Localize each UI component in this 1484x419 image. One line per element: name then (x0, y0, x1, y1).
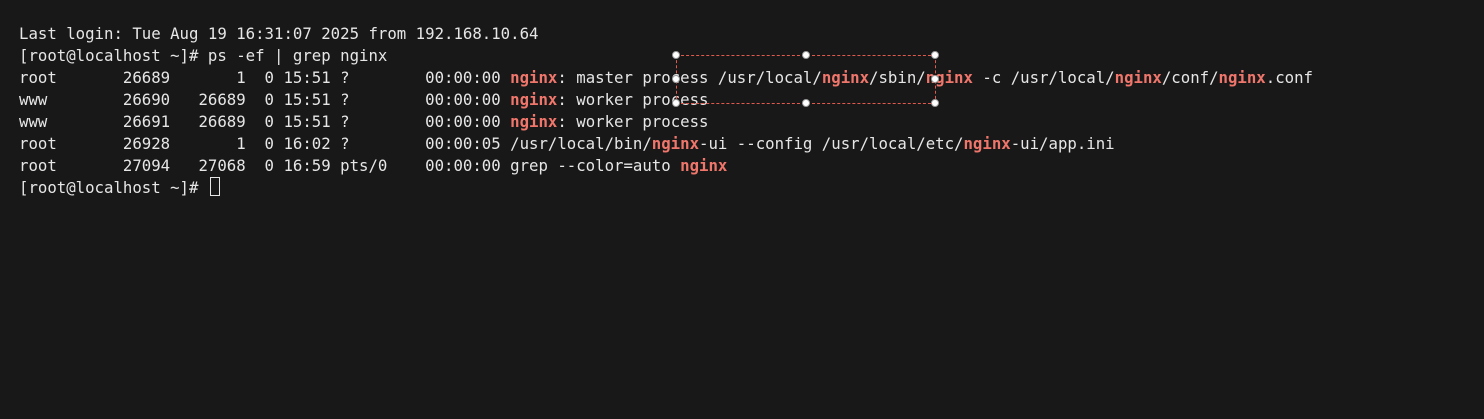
grep-match: nginx (651, 134, 700, 153)
process-command-text: grep --color=auto (510, 156, 681, 175)
process-fields: root 26689 1 0 15:51 ? 00:00:00 (19, 68, 511, 87)
process-fields: root 27094 27068 0 16:59 pts/0 00:00:00 (19, 156, 511, 175)
resize-handle-right[interactable] (931, 75, 939, 83)
process-command-text: /conf/ (1161, 68, 1219, 87)
grep-match: nginx (821, 68, 870, 87)
process-command-text: -ui --config /usr/local/etc/ (699, 134, 964, 153)
process-command-text: -c /usr/local/ (972, 68, 1115, 87)
process-fields: www 26691 26689 0 15:51 ? 00:00:00 (19, 112, 511, 131)
process-command-text: -ui/app.ini (1010, 134, 1115, 153)
grep-match: nginx (510, 90, 558, 109)
input-line[interactable]: [root@localhost ~]# (19, 177, 1313, 199)
terminal-output: Last login: Tue Aug 19 16:31:07 2025 fro… (19, 23, 1313, 199)
selection-box[interactable] (672, 51, 939, 107)
process-list: root 26689 1 0 15:51 ? 00:00:00 nginx: m… (19, 67, 1313, 177)
resize-handle-left[interactable] (672, 75, 680, 83)
resize-handle-bottom-left[interactable] (672, 99, 680, 107)
grep-match: nginx (680, 156, 728, 175)
grep-match: nginx (963, 134, 1011, 153)
cursor-block (209, 177, 220, 196)
resize-handle-top-left[interactable] (672, 51, 680, 59)
process-command-text: /sbin/ (869, 68, 926, 87)
process-command-text: .conf (1265, 68, 1313, 87)
grep-match: nginx (510, 68, 558, 87)
process-command-text: : worker process (557, 112, 709, 131)
resize-handle-bottom[interactable] (802, 99, 810, 107)
process-row: www 26691 26689 0 15:51 ? 00:00:00 nginx… (19, 111, 1313, 133)
process-fields: root 26928 1 0 16:02 ? 00:00:05 (19, 134, 511, 153)
command-text: ps -ef | grep nginx (207, 46, 388, 65)
grep-match: nginx (925, 68, 973, 87)
process-row: www 26690 26689 0 15:51 ? 00:00:00 nginx… (19, 89, 1313, 111)
resize-handle-top-right[interactable] (931, 51, 939, 59)
last-login-line: Last login: Tue Aug 19 16:31:07 2025 fro… (19, 24, 539, 43)
grep-match: nginx (1218, 68, 1266, 87)
prompt: [root@localhost ~]# (19, 46, 208, 65)
resize-handle-bottom-right[interactable] (931, 99, 939, 107)
process-command-text: /usr/local/bin/ (510, 134, 652, 153)
process-fields: www 26690 26689 0 15:51 ? 00:00:00 (19, 90, 511, 109)
resize-handle-top[interactable] (802, 51, 810, 59)
process-row: root 26689 1 0 15:51 ? 00:00:00 nginx: m… (19, 67, 1313, 89)
grep-match: nginx (1114, 68, 1162, 87)
process-row: root 27094 27068 0 16:59 pts/0 00:00:00 … (19, 155, 1313, 177)
grep-match: nginx (510, 112, 558, 131)
process-row: root 26928 1 0 16:02 ? 00:00:05 /usr/loc… (19, 133, 1313, 155)
command-line: [root@localhost ~]# ps -ef | grep nginx (19, 45, 1313, 67)
prompt: [root@localhost ~]# (19, 178, 208, 197)
